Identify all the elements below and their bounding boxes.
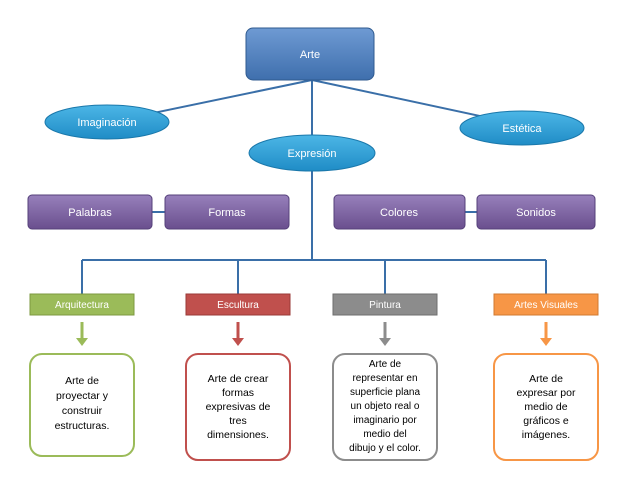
desc-pintura-line: representar en — [352, 373, 417, 384]
category-artes-visuales: Artes Visuales — [493, 293, 599, 316]
oval-estetica-label: Estética — [502, 123, 542, 135]
desc-artes-visuales-line: expresar por — [517, 387, 576, 399]
desc-artes-visuales: Arte de expresar por medio de gráficos e… — [493, 353, 599, 461]
media-palabras-label: Palabras — [68, 207, 112, 219]
media-sonidos: Sonidos — [476, 194, 596, 230]
arrow-artes-visuales-icon — [540, 322, 552, 346]
root-node: Arte — [245, 27, 375, 81]
desc-artes-visuales-line: Arte de — [529, 373, 563, 385]
desc-pintura-line: superficie plana — [350, 387, 420, 398]
media-colores: Colores — [333, 194, 466, 230]
desc-escultura-line: Arte de crear — [208, 373, 269, 385]
media-formas: Formas — [164, 194, 290, 230]
desc-pintura: Arte de representar en superficie plana … — [332, 353, 438, 461]
desc-escultura-line: tres — [229, 415, 247, 427]
desc-pintura-line: un objeto real o — [351, 401, 420, 412]
root-label: Arte — [300, 49, 320, 61]
desc-arquitectura-line: Arte de — [65, 375, 99, 387]
arrow-pintura-icon — [379, 322, 391, 346]
desc-arquitectura: Arte de proyectar y construir estructura… — [29, 353, 135, 457]
oval-expresion: Expresión — [248, 134, 376, 172]
media-palabras: Palabras — [27, 194, 153, 230]
category-escultura-label: Escultura — [217, 300, 259, 311]
oval-estetica: Estética — [459, 110, 585, 146]
desc-arquitectura-line: estructuras. — [55, 420, 110, 432]
category-pintura: Pintura — [332, 293, 438, 316]
desc-pintura-line: Arte de — [369, 359, 402, 370]
media-sonidos-label: Sonidos — [516, 207, 556, 219]
desc-artes-visuales-line: medio de — [524, 401, 567, 413]
desc-pintura-line: dibujo y el color. — [349, 443, 421, 454]
desc-arquitectura-line: construir — [62, 405, 103, 417]
desc-escultura-line: expresivas de — [206, 401, 271, 413]
arrow-arquitectura-icon — [76, 322, 88, 346]
category-pintura-label: Pintura — [369, 300, 401, 311]
desc-artes-visuales-line: imágenes. — [522, 429, 570, 441]
category-arquitectura-label: Arquitectura — [55, 300, 109, 311]
media-colores-label: Colores — [380, 207, 418, 219]
oval-imaginacion-label: Imaginación — [77, 117, 136, 129]
desc-escultura-line: formas — [222, 387, 254, 399]
desc-arquitectura-line: proyectar y — [56, 390, 109, 402]
oval-imaginacion: Imaginación — [44, 104, 170, 140]
desc-escultura: Arte de crear formas expresivas de tres … — [185, 353, 291, 461]
desc-artes-visuales-line: gráficos e — [523, 415, 569, 427]
category-escultura: Escultura — [185, 293, 291, 316]
category-arquitectura: Arquitectura — [29, 293, 135, 316]
desc-pintura-line: imaginario por — [353, 415, 417, 426]
oval-expresion-label: Expresión — [288, 148, 337, 160]
desc-pintura-line: medio del — [363, 429, 406, 440]
desc-escultura-line: dimensiones. — [207, 429, 269, 441]
media-formas-label: Formas — [208, 207, 246, 219]
category-artes-visuales-label: Artes Visuales — [514, 300, 578, 311]
arrow-escultura-icon — [232, 322, 244, 346]
